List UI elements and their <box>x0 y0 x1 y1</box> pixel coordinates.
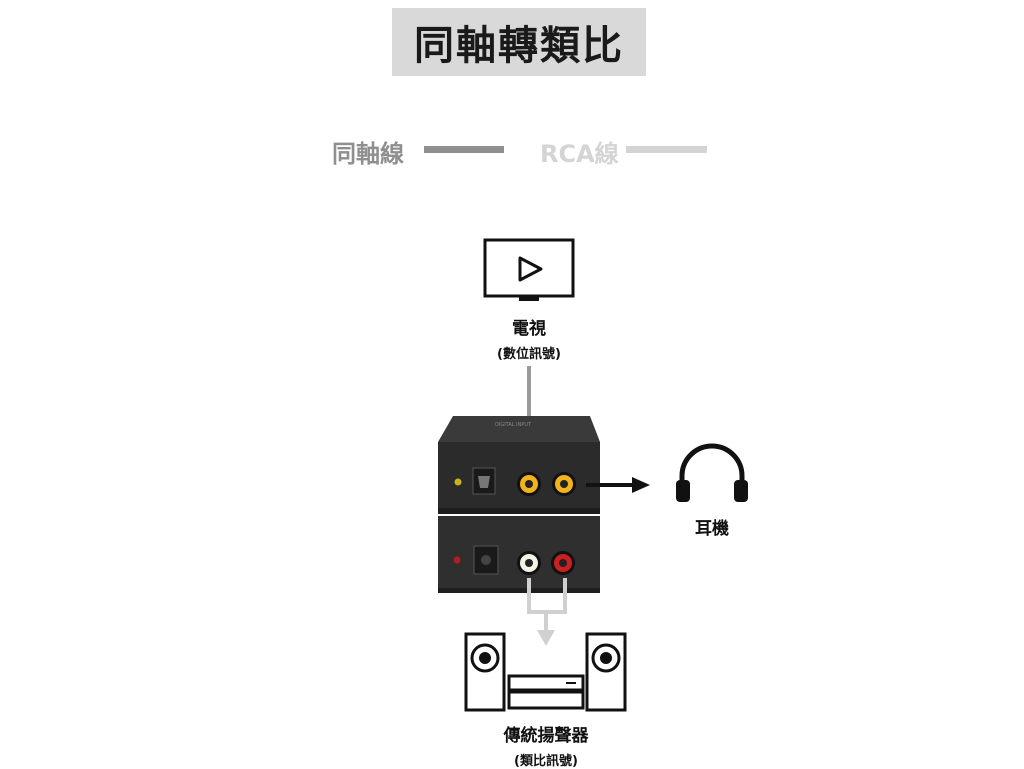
page-title: 同軸轉類比 <box>414 23 624 69</box>
headphone-arrow <box>586 477 650 493</box>
title-box: 同軸轉類比 <box>392 8 646 76</box>
headphones-label-main: 耳機 <box>695 519 729 539</box>
tv-label-sub: (數位訊號) <box>497 347 561 362</box>
headphones-icon <box>676 443 748 502</box>
headphones-label: 耳機 <box>672 514 752 539</box>
converter-top-unit: DIGITAL INPUT <box>438 416 600 514</box>
rca-arrow <box>527 578 567 646</box>
tv-label: 電視 (數位訊號) <box>469 314 589 362</box>
legend-rca-label: RCA線 <box>540 140 619 168</box>
power-led-bottom <box>453 556 461 564</box>
legend-coax-label: 同軸線 <box>332 140 404 168</box>
tv-label-main: 電視 <box>512 319 546 339</box>
device-top-panel-text: DIGITAL INPUT <box>495 422 532 428</box>
speakers-label: 傳統揚聲器 (類比訊號) <box>476 721 616 769</box>
speakers-label-main: 傳統揚聲器 <box>503 726 589 746</box>
converter-bottom-unit <box>438 516 600 593</box>
legend-coax-line <box>424 146 504 153</box>
tv-icon <box>483 238 575 301</box>
speakers-icon <box>464 632 627 712</box>
legend-rca-line <box>626 146 707 153</box>
speakers-label-sub: (類比訊號) <box>514 754 578 769</box>
power-led-top <box>454 478 462 486</box>
